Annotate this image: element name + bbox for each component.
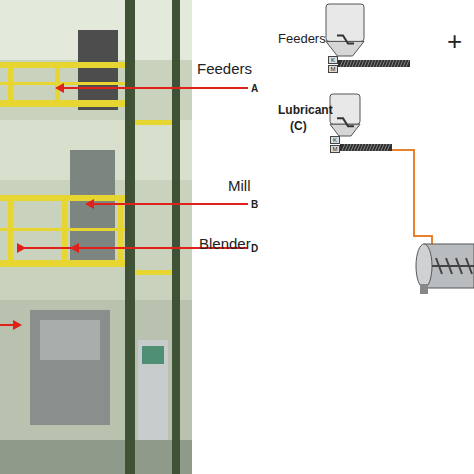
- screw-flight: [397, 60, 400, 67]
- drive-box: M: [330, 145, 340, 153]
- feeder-machine: [78, 30, 118, 110]
- screw-conveyor: [338, 60, 410, 67]
- screw-flight: [364, 60, 367, 67]
- drive-letter: K: [333, 137, 337, 143]
- drive-letter: K: [331, 57, 335, 63]
- screw-flight: [376, 60, 379, 67]
- station-label: Feeders: [197, 61, 252, 76]
- station-label: Mill: [228, 178, 251, 193]
- screw-flight: [346, 60, 349, 67]
- screw-flight: [343, 60, 346, 67]
- feeder-unit: FeedersKM: [276, 2, 416, 74]
- yellow-railing: [0, 62, 172, 275]
- screw-flight: [378, 144, 381, 151]
- drive-letter: M: [331, 66, 336, 72]
- drive-box: M: [328, 65, 338, 73]
- floor: [0, 440, 192, 474]
- screw-flight: [388, 60, 391, 67]
- screw-flight: [351, 144, 354, 151]
- screw-flight: [391, 60, 394, 67]
- tablet-press: [30, 310, 110, 425]
- screw-flight: [381, 144, 384, 151]
- screw-flight: [406, 60, 409, 67]
- screw-conveyor: [340, 144, 392, 151]
- drive-box: K: [330, 136, 340, 144]
- control-console: [138, 340, 168, 440]
- screw-flight: [352, 60, 355, 67]
- screw-flight: [367, 60, 370, 67]
- screw-flight: [382, 60, 385, 67]
- blender-drum: [416, 244, 474, 294]
- feeder-unit: Lubricant (C) KM: [276, 92, 396, 158]
- unit-label: Feeders: [278, 32, 326, 45]
- agitator: [337, 35, 354, 43]
- screw-flight: [342, 144, 345, 151]
- screw-flight: [357, 144, 360, 151]
- screw-flight: [360, 144, 363, 151]
- screw-flight: [379, 60, 382, 67]
- callout-letter: D: [251, 244, 258, 254]
- screw-flight: [373, 60, 376, 67]
- press-window: [40, 320, 100, 360]
- screw-flight: [345, 144, 348, 151]
- screw-flight: [354, 144, 357, 151]
- drive-box: K: [328, 56, 338, 64]
- callout-letter: B: [251, 200, 258, 210]
- hopper-cone: [326, 41, 364, 56]
- flow-line: [392, 150, 432, 244]
- screw-flight: [372, 144, 375, 151]
- hopper-body: [326, 4, 364, 41]
- station-label: Blender: [199, 236, 251, 251]
- steel-column: [125, 0, 135, 474]
- plus-sign: +: [447, 28, 462, 54]
- agitator: [337, 118, 354, 126]
- console-screen: [142, 346, 164, 364]
- photo-background: [0, 0, 192, 474]
- screw-flight: [361, 60, 364, 67]
- screw-flight: [363, 144, 366, 151]
- screw-flight: [369, 144, 372, 151]
- screw-flight: [385, 60, 388, 67]
- screw-flight: [403, 60, 406, 67]
- lower-floor: [0, 300, 192, 474]
- unit-label: (C): [290, 120, 307, 132]
- steel-column: [172, 0, 180, 474]
- screw-flight: [358, 60, 361, 67]
- screw-flight: [387, 144, 390, 151]
- screw-flight: [400, 60, 403, 67]
- screw-flight: [366, 144, 369, 151]
- screw-flight: [375, 144, 378, 151]
- hopper-cone: [330, 124, 360, 136]
- screw-flight: [348, 144, 351, 151]
- screw-flight: [384, 144, 387, 151]
- red-leader-lines: [0, 83, 248, 330]
- screw-flight: [394, 60, 397, 67]
- unit-label: Lubricant: [278, 104, 333, 116]
- drive-letter: M: [333, 146, 338, 152]
- screw-flight: [349, 60, 352, 67]
- screw-flight: [355, 60, 358, 67]
- callout-letter: A: [251, 84, 258, 94]
- screw-flight: [370, 60, 373, 67]
- screw-flight: [340, 60, 343, 67]
